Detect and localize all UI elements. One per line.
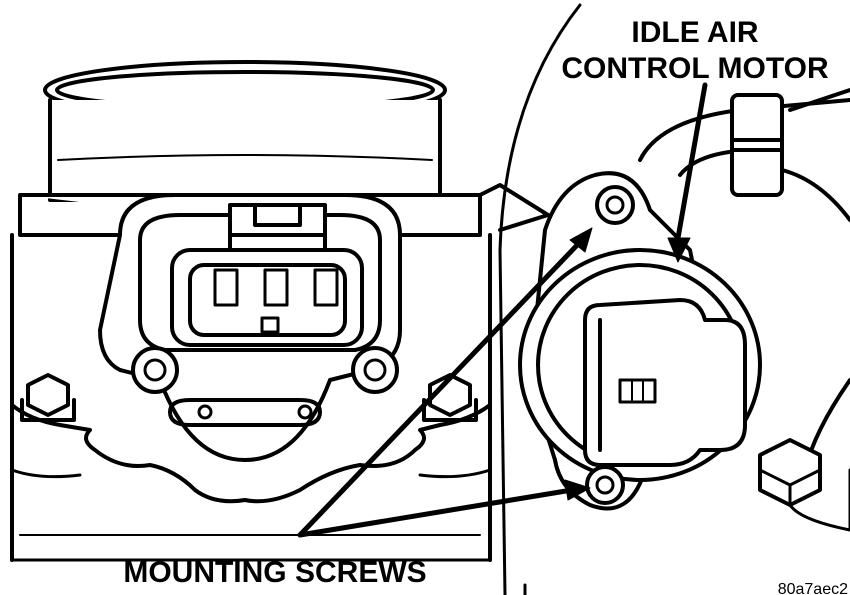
figure-code: 80a7aec2 — [778, 581, 848, 595]
hose-and-fitting — [638, 88, 850, 222]
idle-air-control-motor — [518, 171, 762, 511]
idle-air-label-line1: IDLE AIR — [631, 16, 759, 49]
lower-casting — [10, 403, 492, 536]
idle-air-label-line2: CONTROL MOTOR — [561, 52, 829, 85]
mounting-screws-label: MOUNTING SCREWS — [123, 556, 426, 589]
vertical-boundary-lines — [498, 3, 582, 595]
lower-right-bolt — [758, 378, 850, 532]
throttle-position-sensor — [98, 193, 402, 462]
leader-lines — [297, 82, 708, 538]
